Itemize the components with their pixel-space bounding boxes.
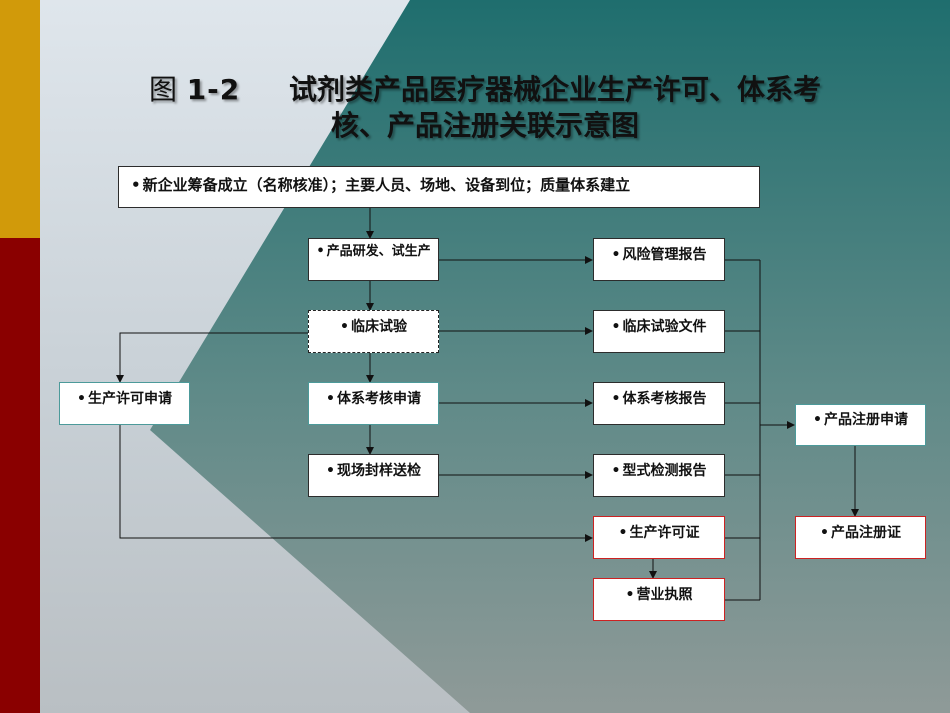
title-line2: 核、产品注册关联示意图: [330, 109, 639, 142]
title-line1: 试剂类产品医疗器械企业生产许可、体系考: [289, 73, 822, 106]
box-clinical-docs: •临床试验文件: [593, 310, 725, 353]
label-type-test-report: 型式检测报告: [622, 463, 707, 479]
bullet-clinical-trial: •: [340, 319, 349, 335]
bullet-production-license: •: [618, 525, 628, 541]
label-clinical-trial: 临床试验: [350, 319, 407, 335]
label-new-enterprise: 新企业筹备成立（名称核准）；主要人员、场地、设备到位；质量体系建立: [142, 176, 631, 194]
bullet-type-test-report: •: [611, 463, 621, 479]
label-registration-cert: 产品注册证: [830, 525, 901, 541]
box-audit-report: •体系考核报告: [593, 382, 725, 425]
bullet-clinical-docs: •: [611, 319, 621, 335]
bullet-product-rd: •: [316, 244, 325, 259]
bullet-production-license-apply: •: [77, 391, 86, 407]
label-clinical-docs: 临床试验文件: [622, 319, 707, 335]
box-sample-inspect: •现场封样送检: [308, 454, 439, 497]
box-production-license-apply: •生产许可申请: [59, 382, 190, 425]
bullet-audit-report: •: [611, 391, 621, 407]
left-accent-bar-red: [0, 238, 40, 713]
diagram-title: 图 1-2 试剂类产品医疗器械企业生产许可、体系考 核、产品注册关联示意图: [95, 72, 875, 144]
label-production-license: 生产许可证: [629, 525, 700, 541]
box-new-enterprise: •新企业筹备成立（名称核准）；主要人员、场地、设备到位；质量体系建立: [118, 166, 760, 208]
box-clinical-trial: •临床试验: [308, 310, 439, 353]
label-product-rd: 产品研发、试生产: [326, 244, 431, 259]
bullet-risk-report: •: [611, 247, 621, 263]
box-registration-cert: •产品注册证: [795, 516, 926, 559]
box-business-license: •营业执照: [593, 578, 725, 621]
bullet-registration-cert: •: [820, 525, 829, 541]
box-production-license: •生产许可证: [593, 516, 725, 559]
box-type-test-report: •型式检测报告: [593, 454, 725, 497]
box-registration-apply: •产品注册申请: [795, 404, 926, 446]
label-business-license: 营业执照: [636, 587, 693, 603]
label-sample-inspect: 现场封样送检: [336, 463, 421, 479]
label-production-license-apply: 生产许可申请: [87, 391, 172, 407]
bullet-business-license: •: [625, 587, 635, 603]
label-audit-report: 体系考核报告: [622, 391, 707, 407]
label-registration-apply: 产品注册申请: [823, 412, 908, 428]
label-risk-report: 风险管理报告: [622, 247, 707, 263]
label-system-audit-apply: 体系考核申请: [336, 391, 421, 407]
bullet-system-audit-apply: •: [326, 391, 335, 407]
title-number: 1-2: [186, 73, 241, 106]
box-risk-report: •风险管理报告: [593, 238, 725, 281]
box-system-audit-apply: •体系考核申请: [308, 382, 439, 425]
bullet-sample-inspect: •: [326, 463, 335, 479]
title-prefix: 图: [148, 73, 177, 106]
left-accent-bar-gold: [0, 0, 40, 238]
bullet-registration-apply: •: [813, 412, 822, 428]
bullet-new-enterprise: •: [131, 176, 141, 194]
box-product-rd: •产品研发、试生产: [308, 238, 439, 281]
